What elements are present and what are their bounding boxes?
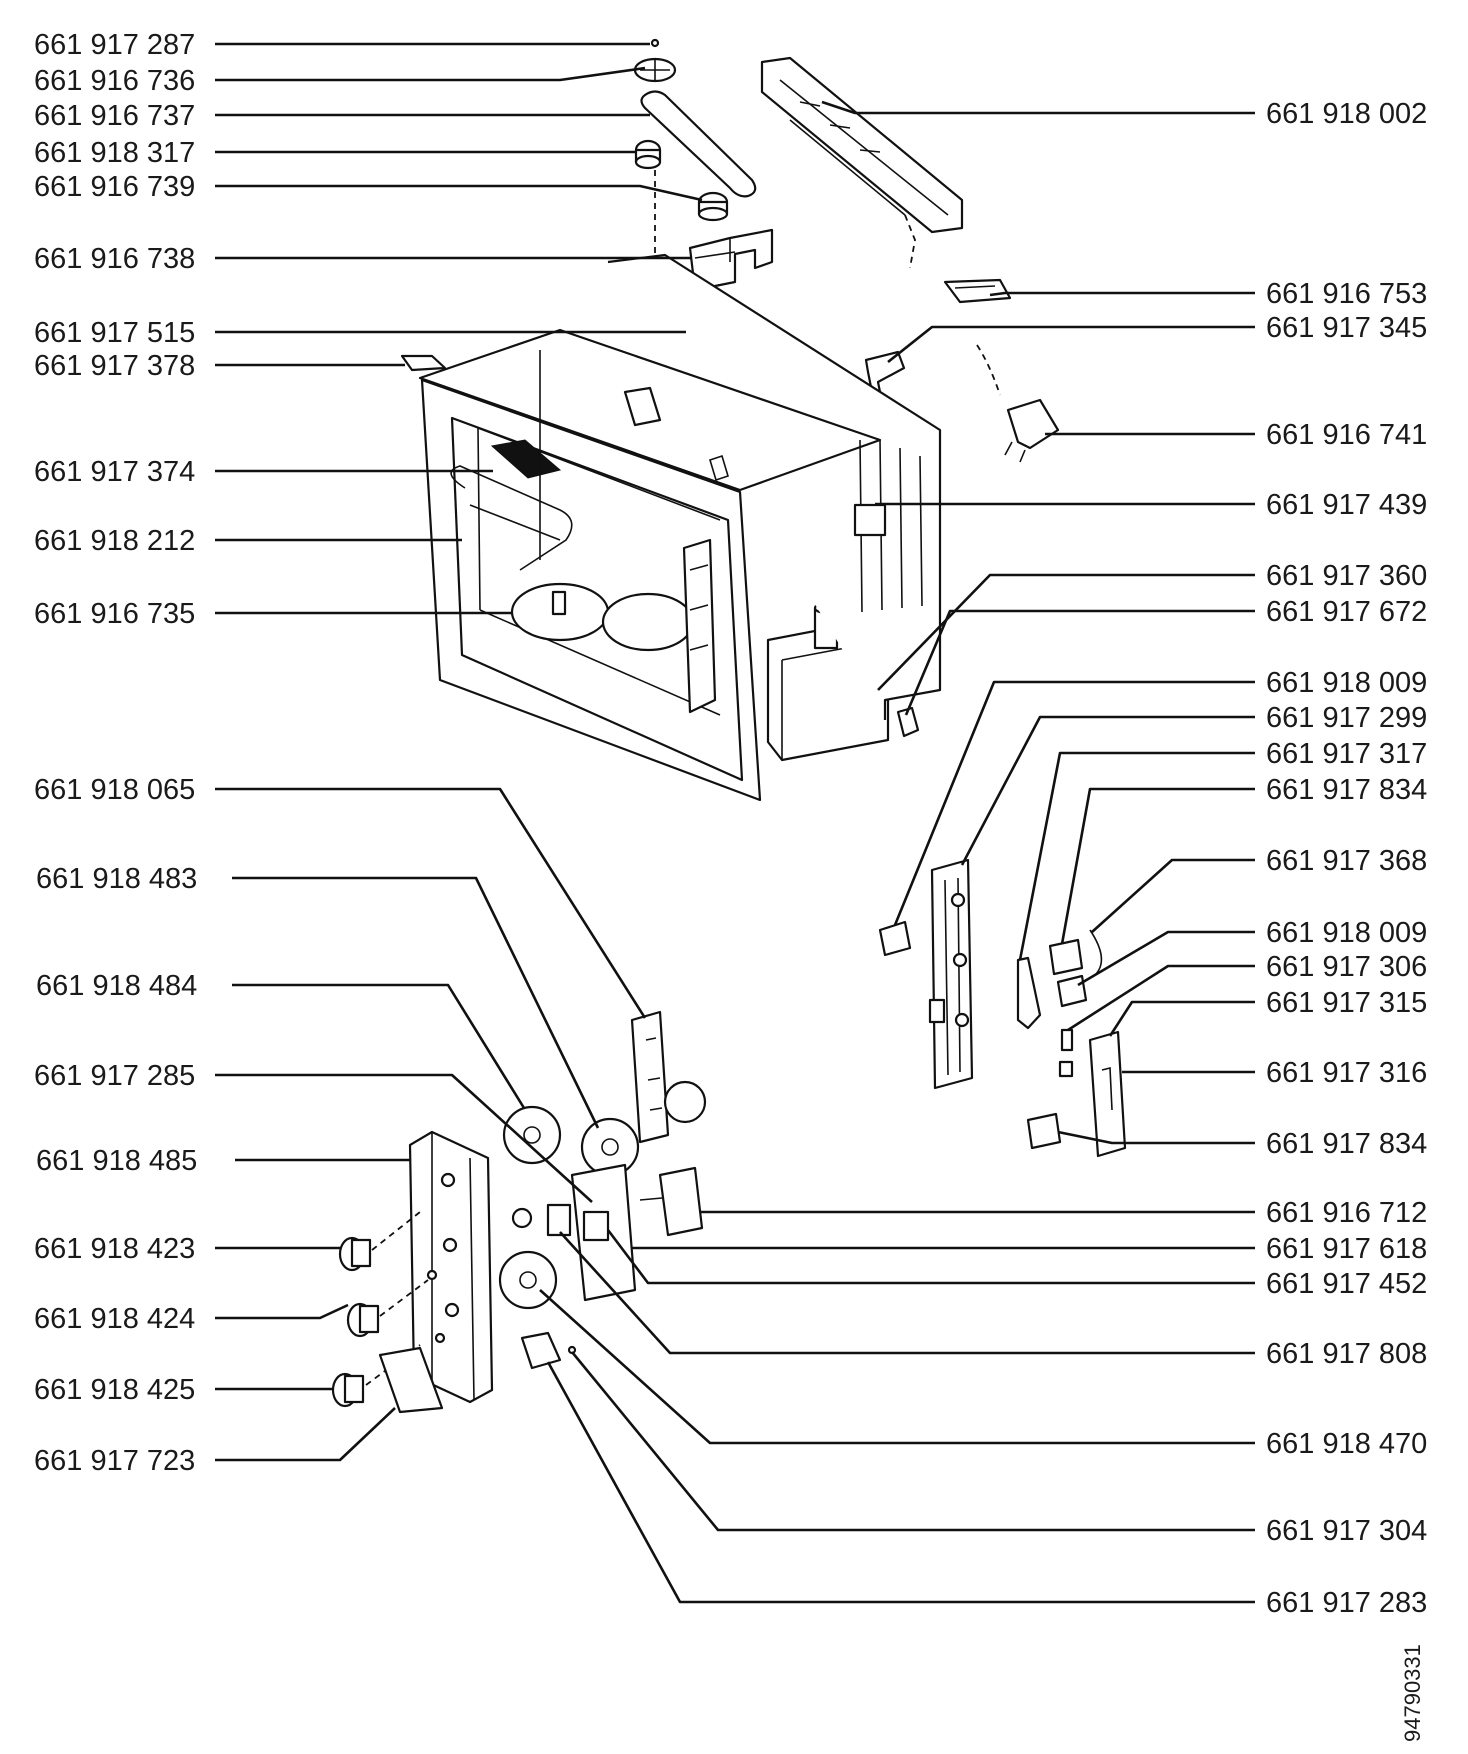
part-small-switch — [520, 1331, 562, 1370]
part-lever — [1016, 956, 1042, 1030]
part-number-label: 661 917 317 — [1266, 738, 1427, 770]
part-screw — [650, 38, 660, 48]
part-hinge — [400, 354, 447, 372]
part-number-label: 661 917 439 — [1266, 489, 1427, 521]
part-number-label: 661 916 738 — [34, 243, 195, 275]
part-number-label: 661 917 618 — [1266, 1233, 1427, 1265]
part-dial-470 — [498, 1250, 558, 1310]
part-number-label: 661 917 452 — [1266, 1268, 1427, 1300]
leader-lines — [215, 42, 1255, 1604]
part-number-label: 661 918 009 — [1266, 667, 1427, 699]
part-microswitch — [878, 920, 912, 957]
part-number-label: 661 918 483 — [36, 863, 197, 895]
part-switch-bracket — [1088, 1030, 1127, 1158]
part-number-label: 661 917 515 — [34, 317, 195, 349]
part-number-label: 661 916 737 — [34, 100, 195, 132]
part-latch-plate — [378, 1346, 444, 1414]
part-switch-834 — [1048, 938, 1084, 976]
part-number-label: 661 917 374 — [34, 456, 195, 488]
part-number-label: 661 918 425 — [34, 1374, 195, 1406]
part-number-label: 661 918 065 — [34, 774, 195, 806]
part-number-label: 661 917 834 — [1266, 1128, 1427, 1160]
part-number-label: 661 917 368 — [1266, 845, 1427, 877]
part-number-label: 661 917 808 — [1266, 1338, 1427, 1370]
part-timer-bracket — [630, 1010, 670, 1144]
part-oven-cavity — [418, 253, 942, 802]
part-number-label: 661 917 316 — [1266, 1057, 1427, 1089]
part-number-label: 661 916 753 — [1266, 278, 1427, 310]
part-number-label: 661 917 360 — [1266, 560, 1427, 592]
part-number-label: 661 917 299 — [1266, 702, 1427, 734]
part-number-label: 661 918 009 — [1266, 917, 1427, 949]
drawing-code: 94790331 — [1400, 1644, 1425, 1742]
part-timer — [658, 1166, 704, 1237]
part-number-label: 661 918 002 — [1266, 98, 1427, 130]
part-number-label: 661 917 672 — [1266, 596, 1427, 628]
part-mains-plug — [1006, 398, 1060, 450]
part-control-panel — [331, 1010, 707, 1414]
right-part-numbers: 661 918 002 661 916 753 661 917 345 661 … — [1266, 98, 1427, 1619]
part-belt — [640, 90, 757, 198]
part-number-label: 661 916 712 — [1266, 1197, 1427, 1229]
part-knob-424 — [346, 1279, 429, 1338]
part-number-label: 661 918 484 — [36, 970, 197, 1002]
part-number-label: 661 916 736 — [34, 65, 195, 97]
part-number-label: 661 918 423 — [34, 1233, 195, 1265]
part-number-label: 661 916 739 — [34, 171, 195, 203]
part-number-label: 661 918 470 — [1266, 1428, 1427, 1460]
part-label-plate — [490, 439, 562, 479]
part-number-label: 661 917 306 — [1266, 951, 1427, 983]
part-number-label: 661 917 304 — [1266, 1515, 1427, 1547]
part-fan-motor — [853, 503, 887, 537]
left-part-numbers: 661 917 287 661 916 736 661 916 737 661 … — [34, 29, 197, 1477]
part-number-label: 661 918 485 — [36, 1145, 197, 1177]
part-number-label: 661 918 317 — [34, 137, 195, 169]
part-door-latch-assembly — [878, 858, 1127, 1158]
part-number-label: 661 918 424 — [34, 1303, 195, 1335]
parts-illustration — [331, 38, 1127, 1414]
part-number-label: 661 917 345 — [1266, 312, 1427, 344]
part-switch-306 — [1056, 974, 1088, 1008]
part-number-label: 661 918 212 — [34, 525, 195, 557]
part-number-label: 661 917 287 — [34, 29, 195, 61]
part-number-label: 661 917 378 — [34, 350, 195, 382]
part-dial-484 — [502, 1105, 562, 1165]
part-number-label: 661 917 723 — [34, 1445, 195, 1477]
part-number-label: 661 917 285 — [34, 1060, 195, 1092]
part-number-label: 661 917 315 — [1266, 987, 1427, 1019]
part-dial-483 — [580, 1117, 640, 1177]
part-number-label: 661 917 834 — [1266, 774, 1427, 806]
part-switch-834-lower — [1026, 1112, 1062, 1150]
part-knob-423 — [338, 1211, 421, 1272]
part-number-label: 661 916 735 — [34, 598, 195, 630]
part-number-label: 661 916 741 — [1266, 419, 1427, 451]
part-number-label: 661 917 283 — [1266, 1587, 1427, 1619]
part-fuse-holder — [943, 278, 1012, 304]
